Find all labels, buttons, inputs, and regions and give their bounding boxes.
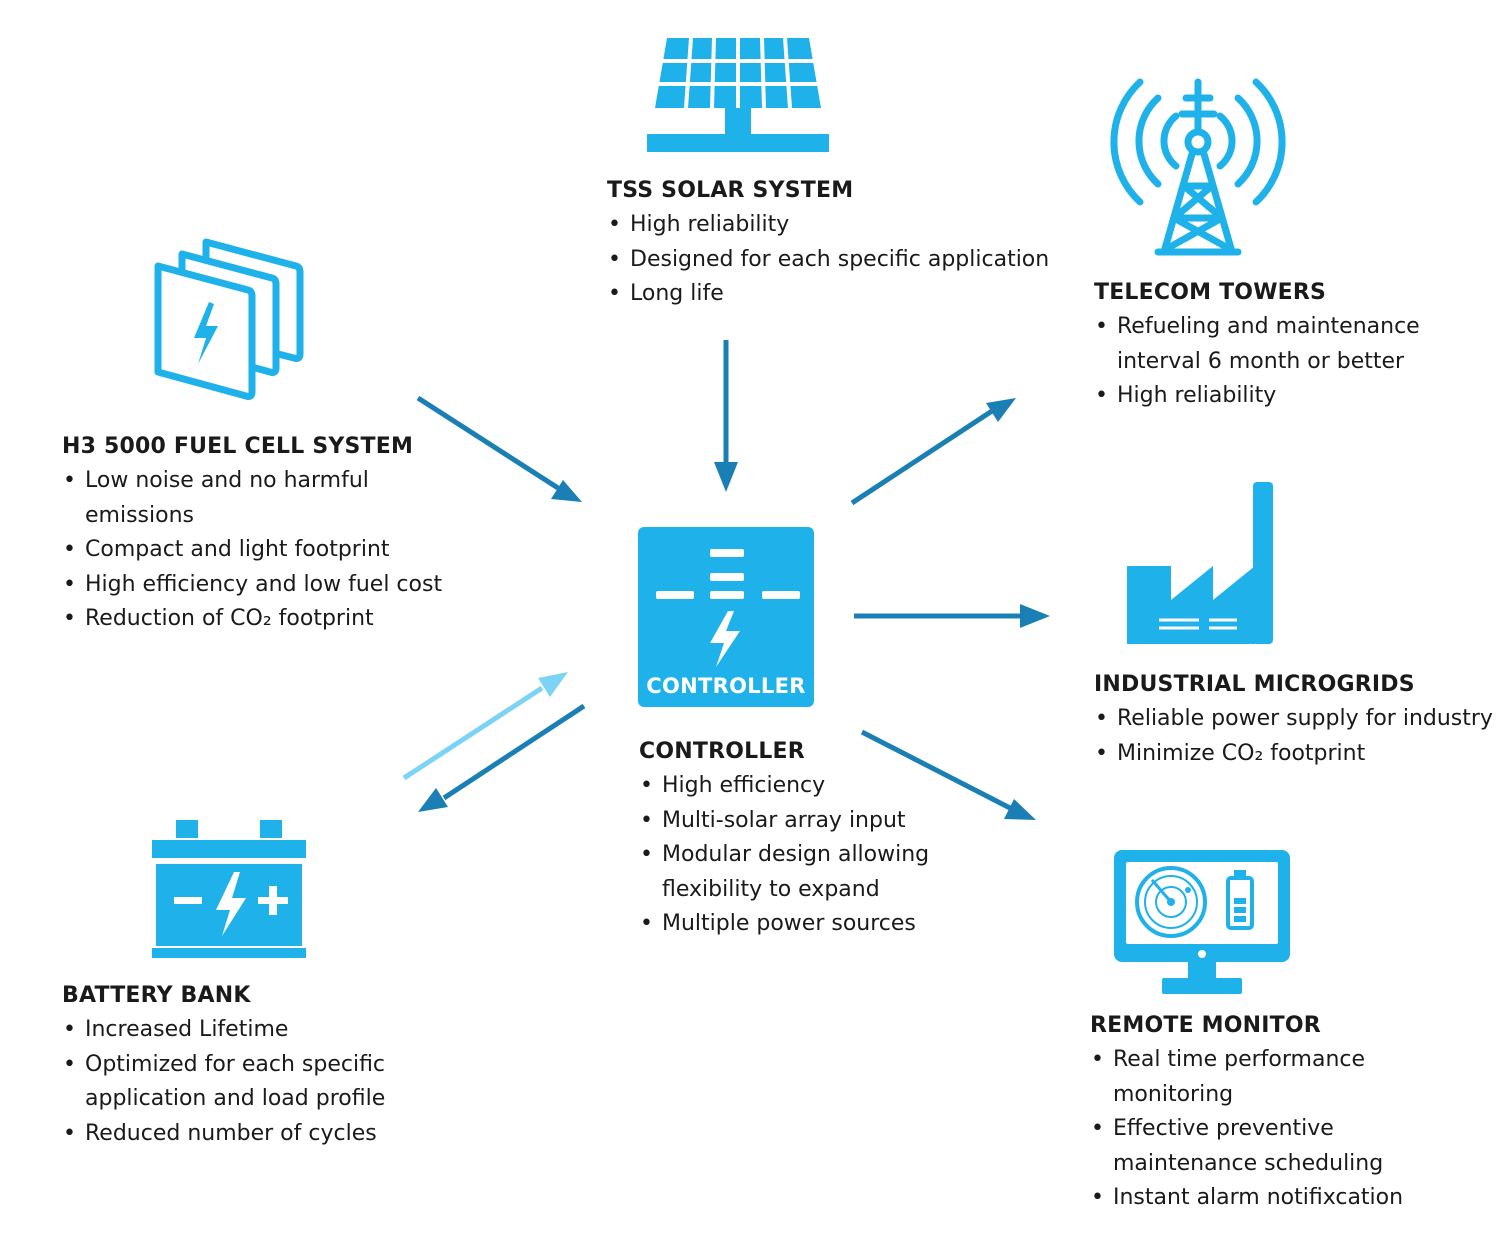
- list-item: Reduced number of cycles: [62, 1117, 402, 1152]
- fuel-cell-icon: [154, 238, 304, 400]
- factory-icon: [1127, 482, 1273, 644]
- list-item: Multi-solar array input: [639, 804, 939, 839]
- arrow-battery-to-controller: [402, 685, 544, 781]
- list-item: Increased Lifetime: [62, 1013, 402, 1048]
- arrow-fuelcell-to-controller: [416, 395, 560, 491]
- list-item: Multiple power sources: [639, 907, 939, 942]
- list-item: High reliability: [1094, 379, 1444, 414]
- battery-icon: [152, 820, 306, 958]
- telecom-bullets: Refueling and maintenance interval 6 mon…: [1094, 310, 1444, 414]
- controller-bullets: High efficiency Multi-solar array input …: [639, 769, 939, 942]
- battery-bullets: Increased Lifetime Optimized for each sp…: [62, 1013, 402, 1151]
- controller-icon: [638, 527, 814, 707]
- fuel-cell-bullets: Low noise and no harmful emissions Compa…: [62, 464, 442, 637]
- list-item: Real time performance monitoring: [1090, 1043, 1410, 1112]
- battery-block: BATTERY BANK Increased Lifetime Optimize…: [62, 979, 422, 1151]
- battery-title: BATTERY BANK: [62, 983, 251, 1008]
- list-item: Refueling and maintenance interval 6 mon…: [1094, 310, 1444, 379]
- fuel-cell-block: H3 5000 FUEL CELL SYSTEM Low noise and n…: [62, 430, 462, 637]
- list-item: Optimized for each specific application …: [62, 1048, 402, 1117]
- solar-block: TSS SOLAR SYSTEM High reliability Design…: [607, 174, 1077, 312]
- microgrids-bullets: Reliable power supply for industry Minim…: [1094, 702, 1496, 771]
- remote-title: REMOTE MONITOR: [1090, 1013, 1321, 1038]
- list-item: High efficiency: [639, 769, 939, 804]
- solar-bullets: High reliability Designed for each speci…: [607, 208, 1077, 312]
- solar-panel-icon: [647, 37, 829, 152]
- arrow-controller-to-telecom: [850, 408, 994, 506]
- telecom-tower-icon: [1110, 78, 1286, 256]
- remote-monitor-icon: [1114, 850, 1290, 994]
- fuel-cell-title: H3 5000 FUEL CELL SYSTEM: [62, 434, 414, 459]
- list-item: High reliability: [607, 208, 1077, 243]
- list-item: Long life: [607, 277, 1077, 312]
- telecom-title: TELECOM TOWERS: [1094, 280, 1327, 305]
- controller-icon-label: CONTROLLER: [646, 674, 806, 698]
- remote-bullets: Real time performance monitoring Effecti…: [1090, 1043, 1410, 1216]
- microgrids-title: INDUSTRIAL MICROGRIDS: [1094, 672, 1415, 697]
- telecom-block: TELECOM TOWERS Refueling and maintenance…: [1094, 276, 1454, 414]
- list-item: Reliable power supply for industry: [1094, 702, 1496, 737]
- list-item: Low noise and no harmful emissions: [62, 464, 392, 533]
- list-item: High efficiency and low fuel cost: [62, 568, 485, 603]
- remote-block: REMOTE MONITOR Real time performance mon…: [1090, 1009, 1420, 1216]
- list-item: Minimize CO₂ footprint: [1094, 737, 1496, 772]
- arrow-controller-to-battery: [442, 703, 586, 801]
- list-item: Effective preventive maintenance schedul…: [1090, 1112, 1410, 1181]
- microgrids-block: INDUSTRIAL MICROGRIDS Reliable power sup…: [1094, 668, 1496, 771]
- solar-title: TSS SOLAR SYSTEM: [607, 178, 854, 203]
- list-item: Reduction of CO₂ footprint: [62, 602, 485, 637]
- controller-block: CONTROLLER High efficiency Multi-solar a…: [639, 735, 959, 942]
- list-item: Compact and light footprint: [62, 533, 485, 568]
- list-item: Modular design allowing flexibility to e…: [639, 838, 939, 907]
- list-item: Designed for each specific application: [607, 243, 1077, 278]
- list-item: Instant alarm notifixcation: [1090, 1181, 1410, 1216]
- controller-title: CONTROLLER: [639, 739, 805, 764]
